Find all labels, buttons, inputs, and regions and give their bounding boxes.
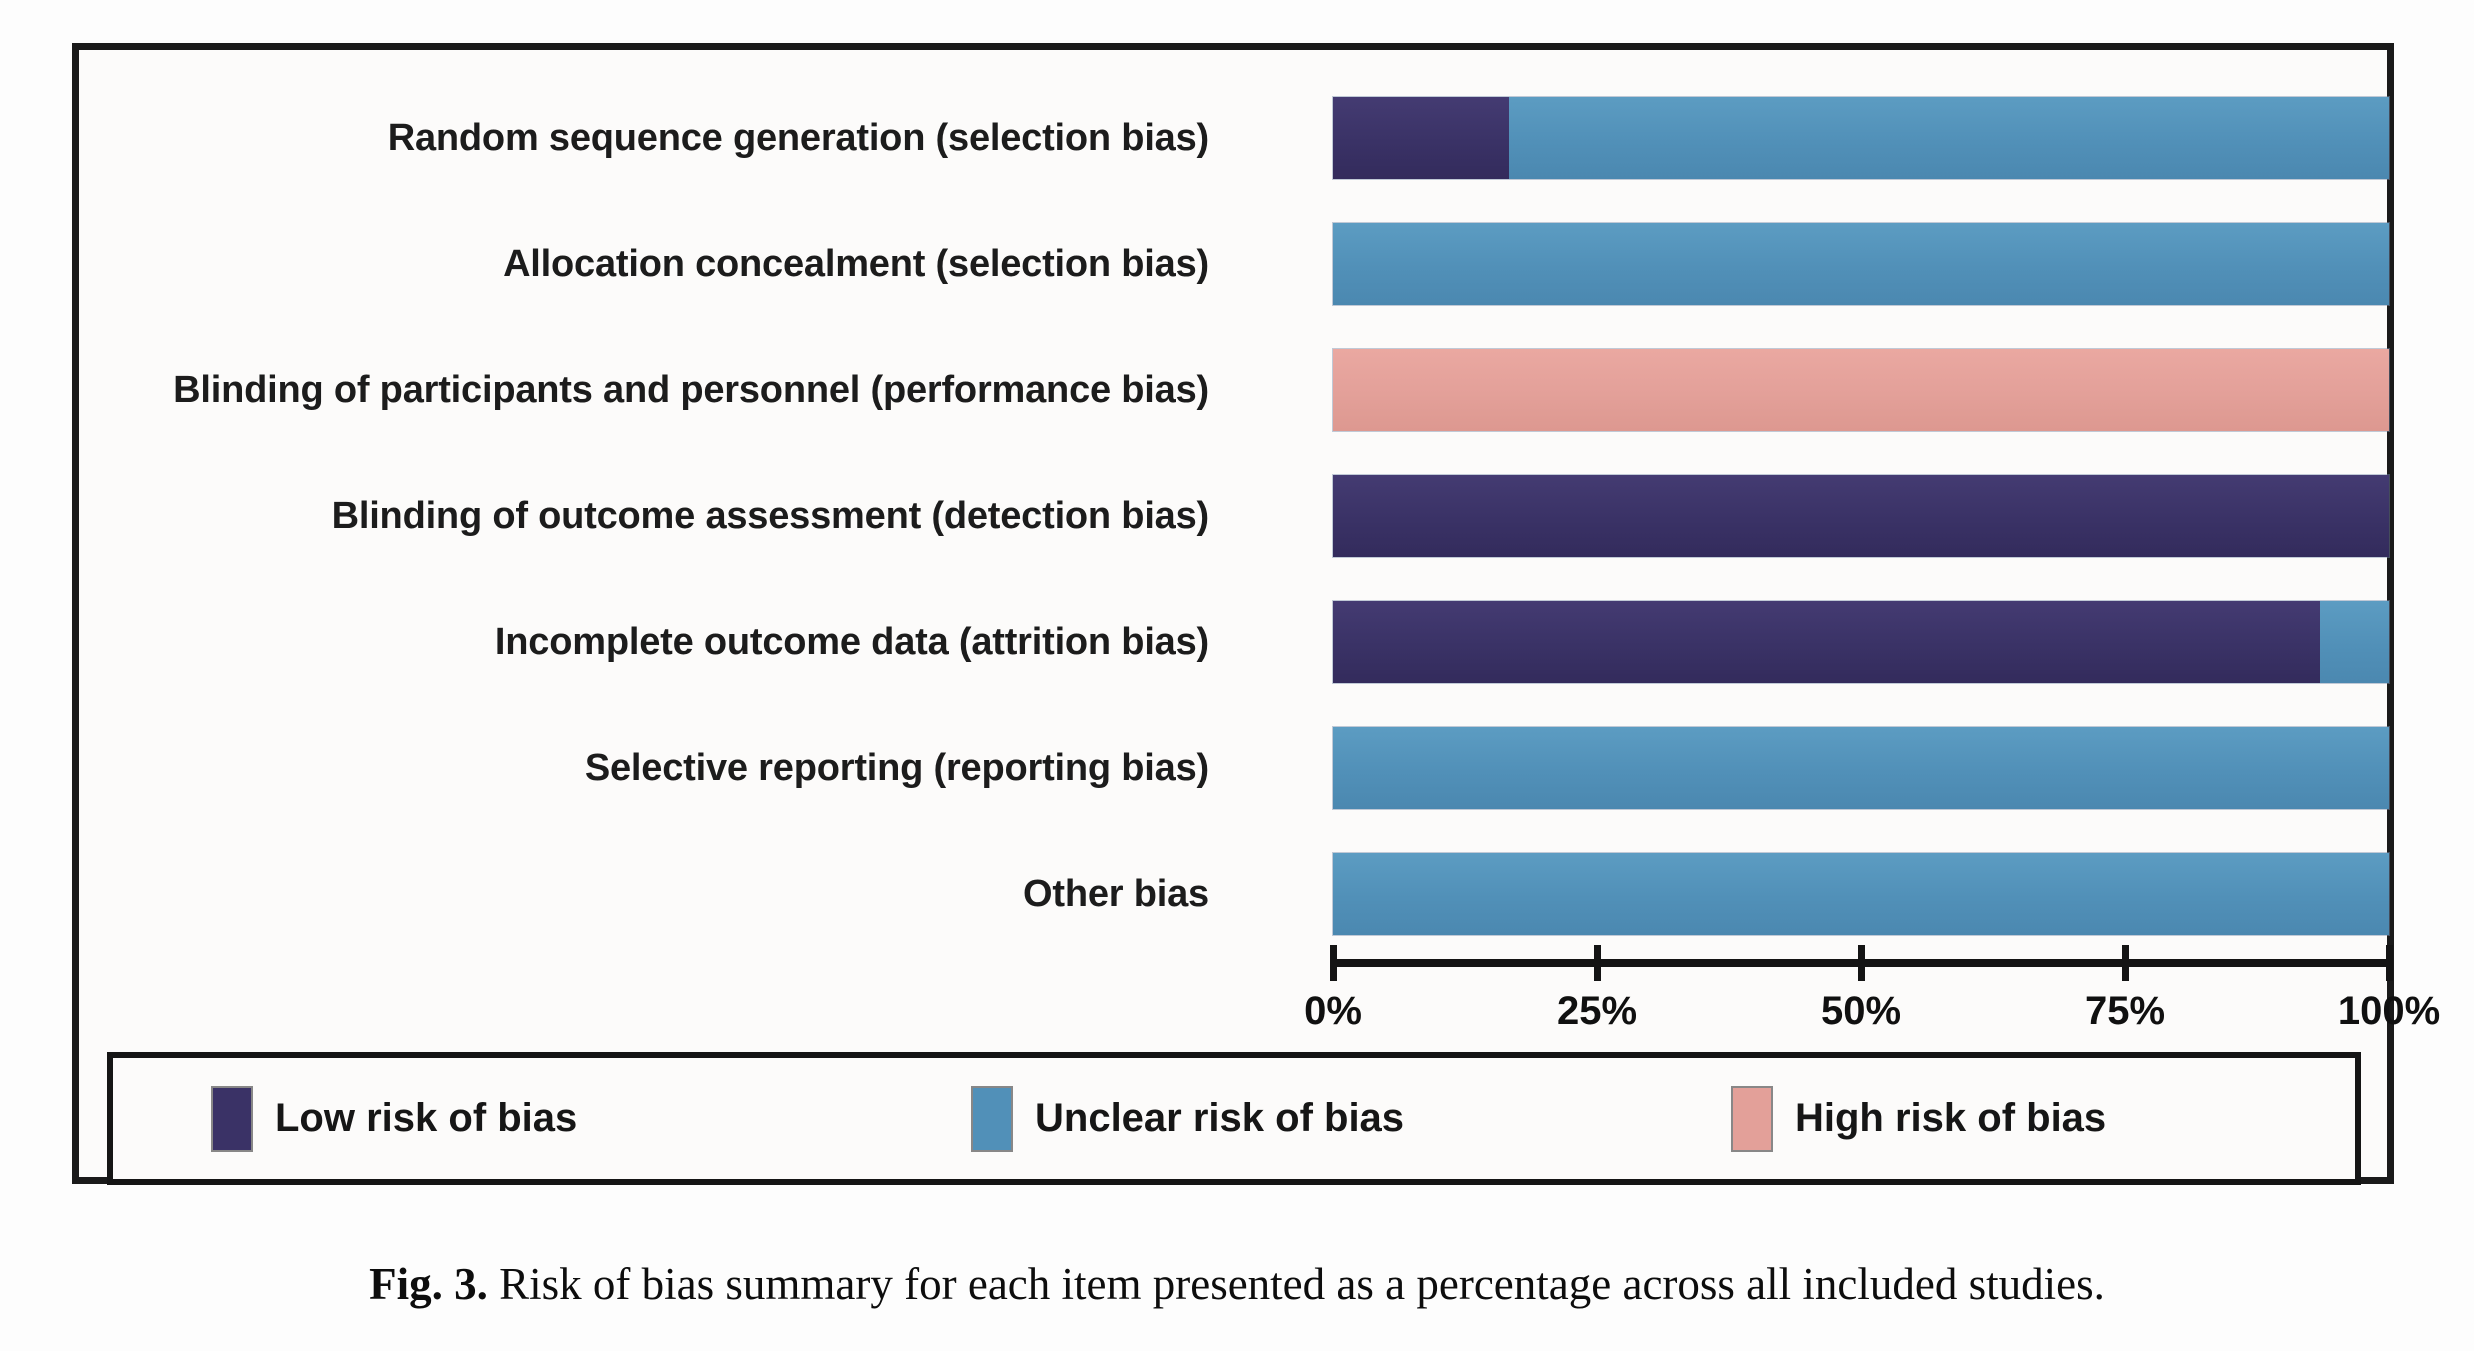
axis-tick [1594, 945, 1601, 981]
bar-segment-low [1333, 97, 1510, 179]
figure-caption: Fig. 3. Risk of bias summary for each it… [0, 1258, 2474, 1310]
stacked-bar [1333, 349, 2389, 431]
bar-segment-unclear [1333, 223, 2389, 305]
bar-segment-unclear [1509, 97, 2389, 179]
bar-segment-unclear [2320, 601, 2389, 683]
bar-row-label: Incomplete outcome data (attrition bias) [494, 621, 1209, 663]
axis-tick [2386, 945, 2393, 981]
axis-tick-label: 75% [2084, 989, 2166, 1033]
legend-swatch-high [1733, 1087, 1771, 1150]
stacked-bar [1333, 475, 2389, 557]
legend-item-high[interactable]: High risk of bias [1733, 1058, 2106, 1179]
bar-segment-low [1333, 475, 2389, 557]
bar-row-label: Other bias [1023, 873, 1209, 915]
risk-of-bias-chart: Random sequence generation (selection bi… [79, 50, 2389, 1177]
axis-tick [1330, 945, 1337, 981]
caption-prefix: Fig. 3. [369, 1259, 488, 1309]
legend-label-low: Low risk of bias [275, 1096, 578, 1140]
axis-tick [1858, 945, 1865, 981]
bar-row: Blinding of outcome assessment (detectio… [79, 475, 2389, 557]
bar-row-label: Random sequence generation (selection bi… [387, 117, 1209, 159]
bar-segment-unclear [1333, 853, 2389, 935]
legend-label-unclear: Unclear risk of bias [1035, 1096, 1405, 1140]
legend-item-unclear[interactable]: Unclear risk of bias [973, 1058, 1404, 1179]
stacked-bar [1333, 853, 2389, 935]
caption-text: Risk of bias summary for each item prese… [499, 1259, 2105, 1309]
legend-label-high: High risk of bias [1795, 1096, 2107, 1140]
legend-swatch-low [213, 1087, 251, 1150]
bar-row: Random sequence generation (selection bi… [79, 97, 2389, 179]
bar-row: Blinding of participants and personnel (… [79, 349, 2389, 431]
bar-row-label: Allocation concealment (selection bias) [503, 243, 1209, 285]
chart-legend: Low risk of bias Unclear risk of bias High… [107, 1052, 2361, 1185]
figure-frame: Random sequence generation (selection bi… [72, 43, 2440, 1185]
bar-row-label: Blinding of participants and personnel (… [173, 369, 1209, 411]
bar-row-label: Selective reporting (reporting bias) [584, 747, 1209, 789]
bar-row-label: Blinding of outcome assessment (detectio… [331, 495, 1210, 537]
stacked-bar [1333, 601, 2389, 683]
bar-segment-unclear [1333, 727, 2389, 809]
stacked-bar [1333, 727, 2389, 809]
bar-segment-high [1333, 349, 2389, 431]
stacked-bar [1333, 223, 2389, 305]
bar-segment-low [1333, 601, 2321, 683]
legend-swatch-unclear [973, 1087, 1011, 1150]
axis-tick-label: 50% [1820, 989, 1902, 1033]
axis-tick-label: 0% [1304, 989, 1362, 1033]
bar-row: Incomplete outcome data (attrition bias) [79, 601, 2389, 683]
legend-item-low[interactable]: Low risk of bias [213, 1058, 577, 1179]
bar-row: Allocation concealment (selection bias) [79, 223, 2389, 305]
axis-tick-label: 25% [1556, 989, 1638, 1033]
bar-row: Other bias [79, 853, 2389, 935]
axis-tick-label: 100% [2337, 989, 2441, 1033]
bar-row: Selective reporting (reporting bias) [79, 727, 2389, 809]
axis-tick [2122, 945, 2129, 981]
stacked-bar [1333, 97, 2389, 179]
